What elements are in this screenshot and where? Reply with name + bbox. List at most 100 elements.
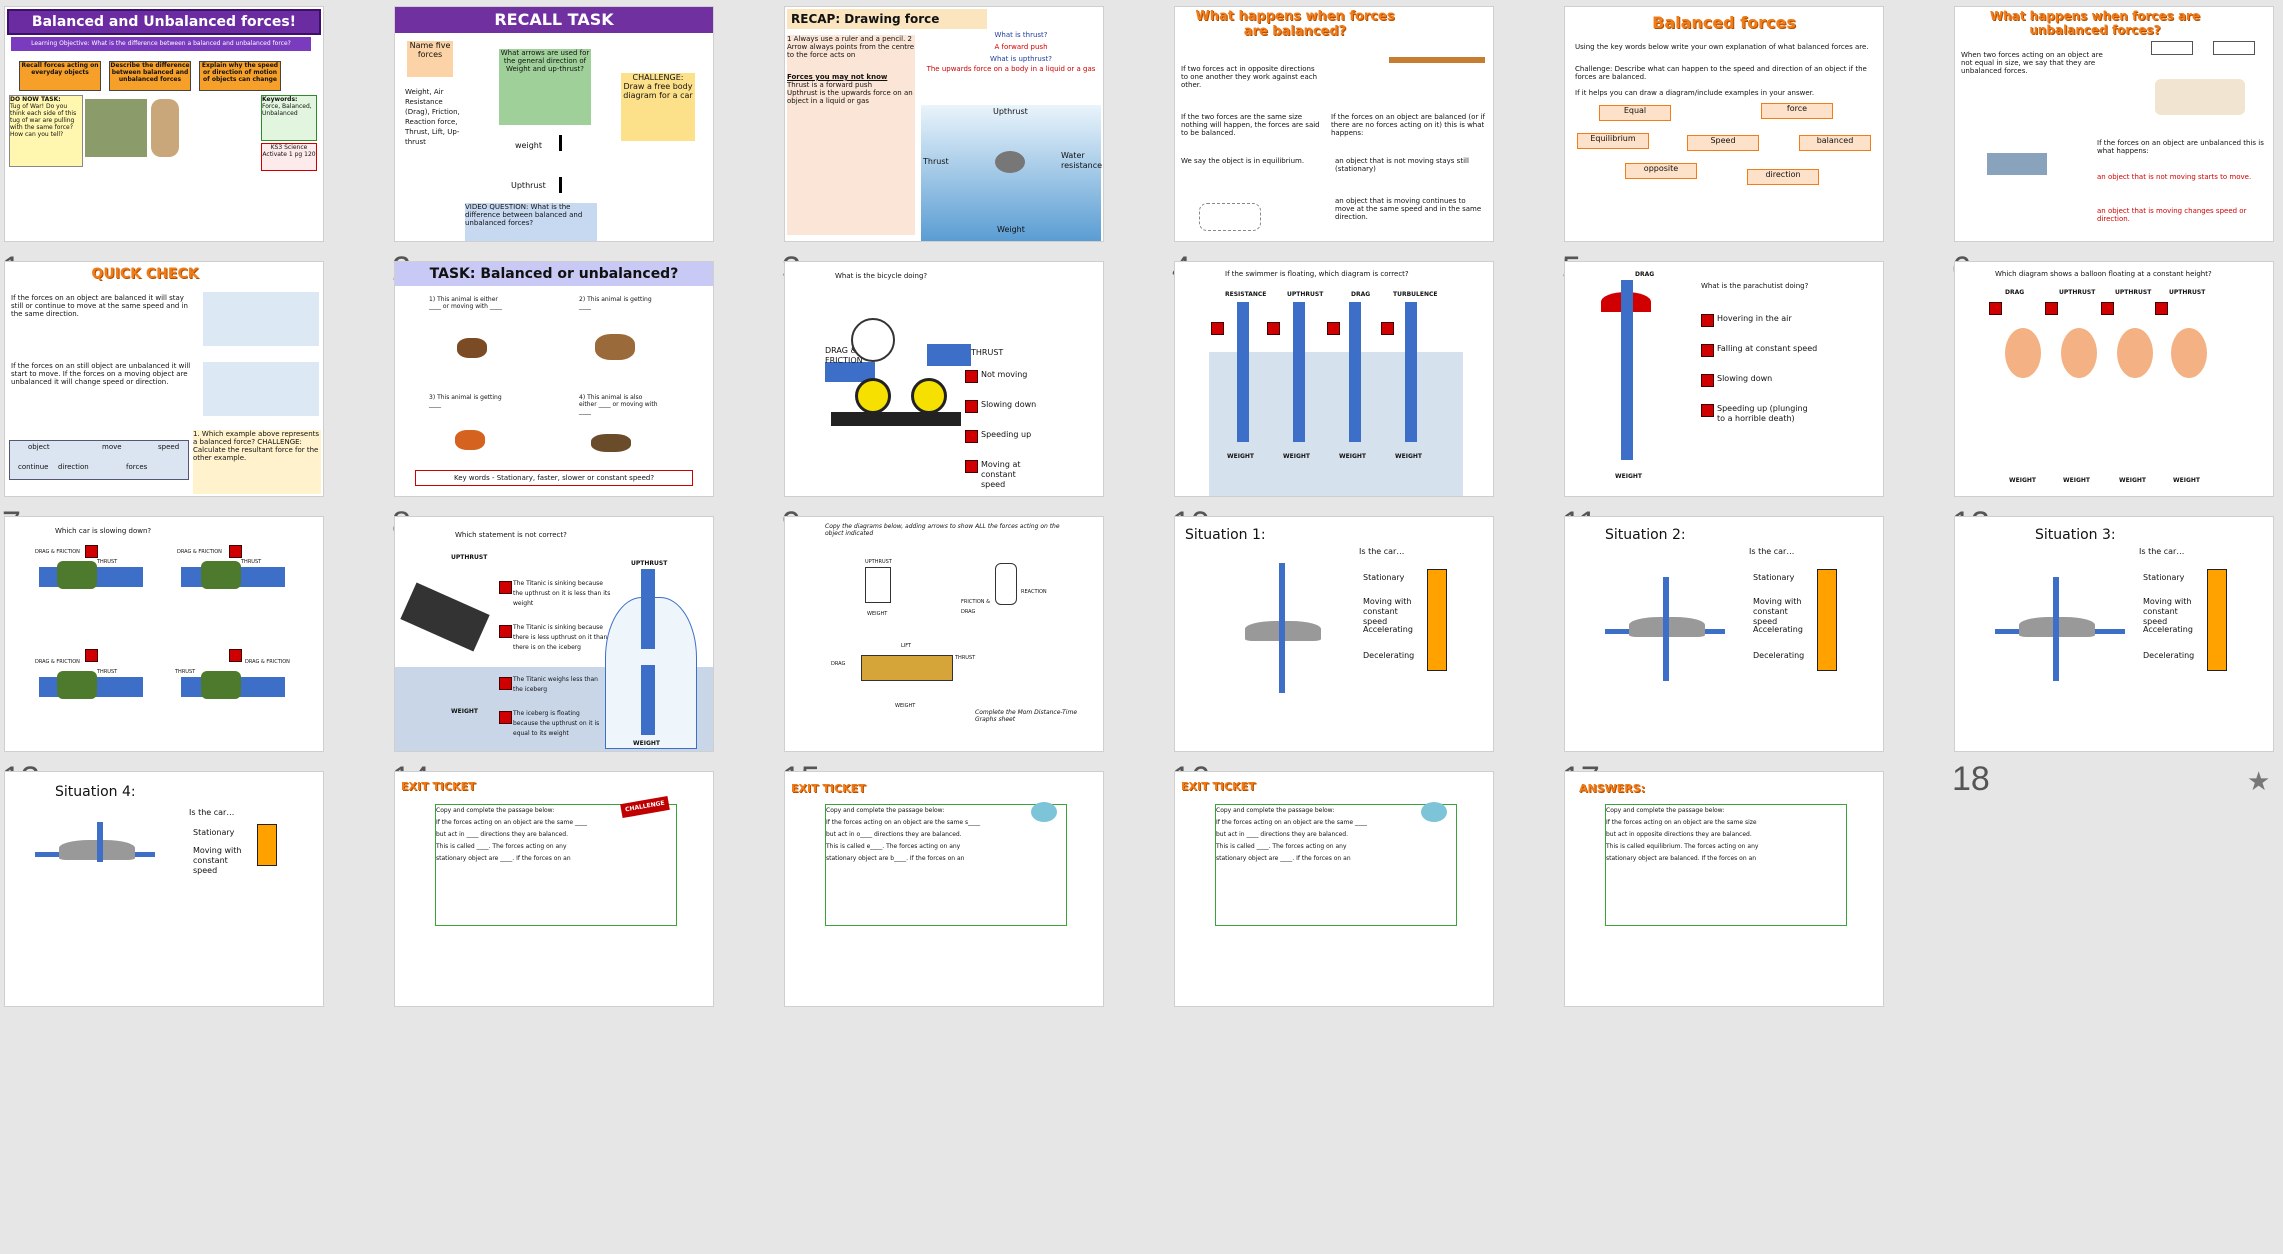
slide-thumb-19[interactable]: Situation 4: Is the car… Stationary Movi… <box>0 765 390 1136</box>
option-checkbox[interactable] <box>2101 302 2114 315</box>
option-label: The iceberg is floating because the upth… <box>513 710 600 737</box>
slide-13-canvas[interactable]: Which car is slowing down? DRAG & FRICTI… <box>5 517 323 751</box>
slide-15-canvas[interactable]: Copy the diagrams below, adding arrows t… <box>785 517 1103 751</box>
option-label: Accelerating <box>2143 625 2193 634</box>
option-checkbox[interactable] <box>1701 314 1714 327</box>
drag-label: DRAG & FRICTION <box>35 659 80 665</box>
slide-thumb-17[interactable]: Situation 2: Is the car… Stationary Movi… <box>1560 510 1950 881</box>
option-label: The Titanic is sinking because there is … <box>513 624 608 651</box>
tug-image-1 <box>203 292 319 346</box>
line: but act in ____ directions they are bala… <box>1216 831 1348 838</box>
force-label: UPTHRUST <box>865 559 892 565</box>
option-checkbox[interactable] <box>1267 322 1280 335</box>
force-arrow <box>1663 577 1669 681</box>
slide-23-title: ANSWERS: <box>1579 782 1646 795</box>
slide-5-canvas[interactable]: Balanced forces Using the key words belo… <box>1565 7 1883 241</box>
answer-boxes[interactable] <box>1817 569 1837 671</box>
drag-arrow <box>825 362 875 382</box>
slide-12-canvas[interactable]: Which diagram shows a balloon floating a… <box>1955 262 2273 496</box>
slide-thumb-3[interactable]: RECAP: Drawing force arrows 1 Always use… <box>780 0 1170 371</box>
option-label: Moving with constant speed <box>193 846 242 875</box>
slide-22-canvas[interactable]: EXIT TICKET Copy and complete the passag… <box>1175 772 1493 1006</box>
line: stationary object are ____. If the force… <box>1216 855 1351 862</box>
option-label: Not moving <box>981 370 1028 379</box>
slide-17-canvas[interactable]: Situation 2: Is the car… Stationary Movi… <box>1565 517 1883 751</box>
option-checkbox[interactable] <box>1701 374 1714 387</box>
key-words-box: Key words - Stationary, faster, slower o… <box>415 470 693 486</box>
slide-thumb-6[interactable]: What happens when forces are unbalanced … <box>1950 0 2283 371</box>
option-checkbox[interactable] <box>229 545 242 558</box>
option-checkbox[interactable] <box>1327 322 1340 335</box>
slide-thumb-9[interactable]: What is the bicycle doing? DRAG & FRICTI… <box>780 255 1170 626</box>
may-not-2: Upthrust is the upwards force on an obje… <box>787 89 913 105</box>
upthrust-arrow <box>559 177 562 193</box>
slide-1-canvas[interactable]: Balanced and Unbalanced forces! Learning… <box>5 7 323 241</box>
slide-thumb-2[interactable]: RECALL TASK Name five forces Weight, Air… <box>390 0 780 371</box>
slide-16-canvas[interactable]: Situation 1: Is the car… Stationary Movi… <box>1175 517 1493 751</box>
slide-thumb-15[interactable]: Copy the diagrams below, adding arrows t… <box>780 510 1170 881</box>
option-checkbox[interactable] <box>2155 302 2168 315</box>
answer-boxes[interactable] <box>1427 569 1447 671</box>
option-checkbox[interactable] <box>965 370 978 383</box>
slide-9-canvas[interactable]: What is the bicycle doing? DRAG & FRICTI… <box>785 262 1103 496</box>
slide-14-canvas[interactable]: Which statement is not correct? UPTHRUST… <box>395 517 713 751</box>
option-checkbox[interactable] <box>965 430 978 443</box>
option-checkbox[interactable] <box>499 677 512 690</box>
animation-star-icon[interactable]: ★ <box>2247 766 2271 796</box>
option-checkbox[interactable] <box>1989 302 2002 315</box>
slide-thumb-12[interactable]: Which diagram shows a balloon floating a… <box>1950 255 2283 626</box>
answer-boxes[interactable] <box>2207 569 2227 671</box>
force-label: WEIGHT <box>867 611 888 617</box>
option-checkbox[interactable] <box>1701 344 1714 357</box>
thrust-label: THRUST <box>97 559 118 565</box>
slide-2-canvas[interactable]: RECALL TASK Name five forces Weight, Air… <box>395 7 713 241</box>
titanic-image <box>400 582 490 652</box>
slide-thumb-20[interactable]: EXIT TICKET Copy and complete the passag… <box>390 765 780 1136</box>
slide-11-canvas[interactable]: DRAG What is the parachutist doing? WEIG… <box>1565 262 1883 496</box>
slide-thumb-16[interactable]: Situation 1: Is the car… Stationary Movi… <box>1170 510 1560 881</box>
slide-thumb-1[interactable]: Balanced and Unbalanced forces! Learning… <box>0 0 390 371</box>
slide-4-canvas[interactable]: What happens when forces are balanced? I… <box>1175 7 1493 241</box>
force-arrow <box>1405 302 1417 442</box>
option-checkbox[interactable] <box>85 545 98 558</box>
option-checkbox[interactable] <box>85 649 98 662</box>
slide-23-canvas[interactable]: ANSWERS: Copy and complete the passage b… <box>1565 772 1883 1006</box>
slide-thumb-5[interactable]: Balanced forces Using the key words belo… <box>1560 0 1950 371</box>
option-checkbox[interactable] <box>1211 322 1224 335</box>
option-checkbox[interactable] <box>2045 302 2058 315</box>
rules-text: 1 Always use a ruler and a pencil. 2 Arr… <box>787 35 915 59</box>
thrust-label: THRUST <box>175 669 196 675</box>
ground <box>831 412 961 426</box>
answer-boxes[interactable] <box>257 824 277 866</box>
option-label: Speeding up (plunging to a horrible deat… <box>1717 404 1808 423</box>
option-checkbox[interactable] <box>1701 404 1714 417</box>
slide-6-title: What happens when forces are unbalanced … <box>1989 9 2201 37</box>
option-checkbox[interactable] <box>965 400 978 413</box>
option-checkbox[interactable] <box>499 711 512 724</box>
slide-21-canvas[interactable]: EXIT TICKET Copy and complete the passag… <box>785 772 1103 1006</box>
para-4: If the forces on an object are balanced … <box>1331 113 1485 137</box>
seals-image <box>85 99 147 157</box>
may-not-title: Forces you may not know <box>787 73 888 81</box>
slide-10-canvas[interactable]: If the swimmer is floating, which diagra… <box>1175 262 1493 496</box>
slide-18-canvas[interactable]: Situation 3: Is the car… Stationary Movi… <box>1955 517 2273 751</box>
option-label: Moving with constant speed <box>2143 597 2192 626</box>
slide-8-canvas[interactable]: TASK: Balanced or unbalanced? 1) This an… <box>395 262 713 496</box>
slide-thumb-21[interactable]: EXIT TICKET Copy and complete the passag… <box>780 765 1170 1136</box>
slide-thumb-23[interactable]: ANSWERS: Copy and complete the passage b… <box>1560 765 1950 1136</box>
slide-thumb-10[interactable]: If the swimmer is floating, which diagra… <box>1170 255 1560 626</box>
drag-label: DRAG & FRICTION <box>825 346 863 365</box>
option-checkbox[interactable] <box>1381 322 1394 335</box>
slide-19-canvas[interactable]: Situation 4: Is the car… Stationary Movi… <box>5 772 323 1006</box>
line: If the forces acting on an object are th… <box>1216 819 1367 826</box>
slide-6-canvas[interactable]: What happens when forces are unbalanced … <box>1955 7 2273 241</box>
option-checkbox[interactable] <box>965 460 978 473</box>
slide-20-canvas[interactable]: EXIT TICKET Copy and complete the passag… <box>395 772 713 1006</box>
slide-thumb-18[interactable]: Situation 3: Is the car… Stationary Movi… <box>1950 510 2283 881</box>
slide-7-canvas[interactable]: QUICK CHECK If the forces on an object a… <box>5 262 323 496</box>
option-checkbox[interactable] <box>499 625 512 638</box>
slide-3-canvas[interactable]: RECAP: Drawing force arrows 1 Always use… <box>785 7 1103 241</box>
slide-thumb-22[interactable]: EXIT TICKET Copy and complete the passag… <box>1170 765 1560 1136</box>
option-checkbox[interactable] <box>229 649 242 662</box>
option-checkbox[interactable] <box>499 581 512 594</box>
